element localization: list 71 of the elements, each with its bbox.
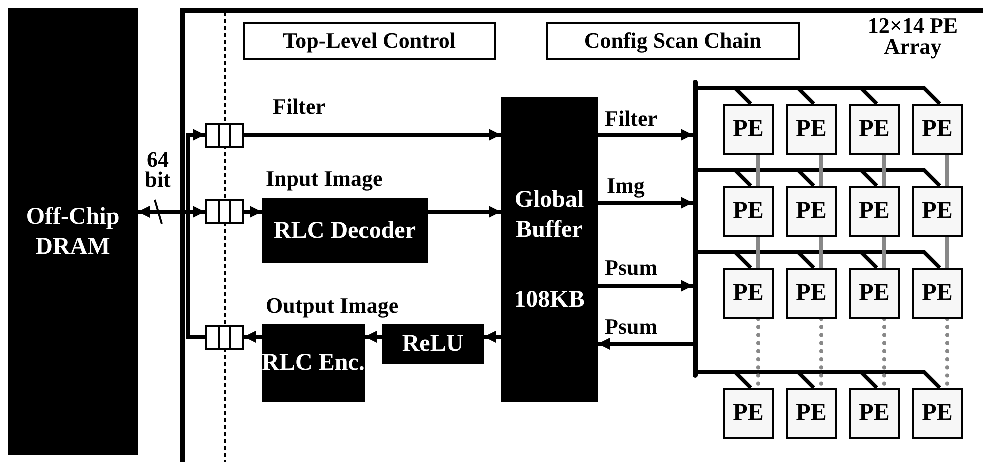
block-label: PE (796, 280, 827, 307)
arrow (428, 206, 501, 218)
arrow (598, 338, 693, 350)
link-line (882, 237, 886, 268)
block-label: PE (922, 280, 953, 307)
link-line (946, 237, 950, 268)
bus-bar (693, 80, 698, 378)
link-line (820, 155, 824, 186)
block-label: PE (733, 400, 764, 427)
block-label: PE (733, 116, 764, 143)
pe-box (786, 104, 837, 155)
pe-box (786, 268, 837, 319)
block-label: PE (733, 280, 764, 307)
block-label: RLC Enc. (262, 349, 365, 378)
block-label: PE (859, 116, 890, 143)
block-label: PE (922, 116, 953, 143)
block-label: PE (922, 198, 953, 225)
link-line (946, 155, 950, 186)
arrow (598, 129, 693, 141)
arrow (244, 206, 262, 218)
block-label: PE (859, 198, 890, 225)
block-label: PE (859, 400, 890, 427)
block-label: PE (922, 400, 953, 427)
section-heading: Output Image (265, 295, 400, 317)
pe-box (849, 388, 900, 439)
block-label: Top-Level Control (283, 28, 456, 54)
pe-box (912, 388, 963, 439)
link-line (756, 237, 760, 268)
pe-box (912, 104, 963, 155)
pe-box (723, 186, 774, 237)
pe-box (912, 186, 963, 237)
pe-box (723, 104, 774, 155)
fifo-buffer (205, 325, 244, 350)
block-label: ReLU (402, 330, 464, 359)
arrow (365, 331, 382, 343)
pe-box (723, 268, 774, 319)
control-box (243, 22, 496, 60)
block-label: PE (796, 198, 827, 225)
dram-block (8, 8, 138, 455)
link-line (820, 237, 824, 268)
arrow (244, 129, 501, 141)
block-label: PE (796, 116, 827, 143)
block-label: Off-Chip DRAM (25, 202, 121, 262)
pe-box (723, 388, 774, 439)
arrow (598, 280, 693, 292)
block-label: PE (796, 400, 827, 427)
pe-box (849, 104, 900, 155)
block-label: Config Scan Chain (584, 28, 762, 54)
pe-box (786, 186, 837, 237)
block-label: PE (859, 280, 890, 307)
block-label: PE (733, 198, 764, 225)
control-box (546, 22, 800, 60)
link-line (756, 155, 760, 186)
logic-block (262, 324, 365, 402)
pe-box (849, 186, 900, 237)
pe-box (786, 388, 837, 439)
arrow (484, 331, 501, 343)
arrow (244, 331, 262, 343)
logic-block (382, 324, 484, 364)
logic-block (262, 198, 428, 263)
chip-outline (180, 8, 983, 462)
block-label: 108KB (514, 286, 585, 314)
block-label: Global Buffer (514, 186, 586, 244)
link-line (882, 155, 886, 186)
pe-box (849, 268, 900, 319)
pe-box (912, 268, 963, 319)
fifo-buffer (205, 199, 244, 224)
block-label: RLC Decoder (274, 216, 416, 246)
buffer-block (501, 97, 598, 402)
arrow (598, 197, 693, 209)
fifo-buffer (205, 123, 244, 148)
